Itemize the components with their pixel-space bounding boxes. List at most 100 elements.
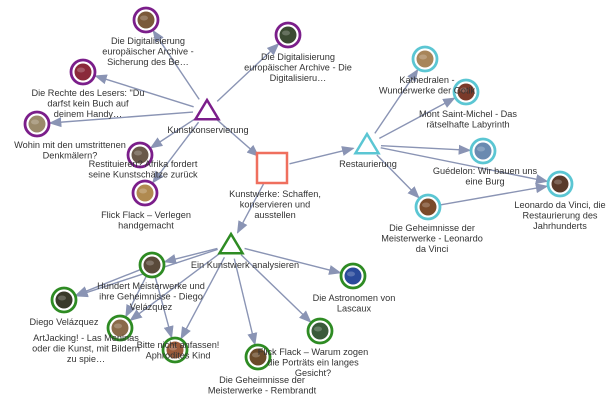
video-node-artjacking-las-meninas[interactable] bbox=[106, 314, 134, 342]
edge-analysieren-artjacking-las-meninas bbox=[129, 252, 221, 321]
video-label-flick-flack-warum-zogen-line: Gesicht? bbox=[295, 368, 331, 378]
video-node-wohin-mit-den-umstrittenen[interactable] bbox=[23, 110, 51, 138]
video-node-flick-flack-verlegen[interactable] bbox=[131, 179, 159, 207]
root-node-square[interactable] bbox=[255, 151, 289, 185]
category-label-restaurierung: Restaurierung bbox=[339, 159, 397, 169]
video-label-hundert-meisterwerke-und-line: ihre Geheimnisse - Diego bbox=[99, 291, 203, 301]
edge-kunstkonservierung-wohin-mit-den-umstrittenen bbox=[48, 111, 194, 128]
video-node-diego-velazquez[interactable] bbox=[50, 286, 78, 314]
video-thumbnail-highlight bbox=[140, 15, 148, 21]
video-thumbnail-image bbox=[457, 83, 475, 101]
video-node-hundert-meisterwerke-und[interactable] bbox=[138, 251, 166, 279]
category-node-kunstkonservierung-triangle[interactable] bbox=[193, 97, 221, 121]
video-node-mont-saint-michel-das[interactable] bbox=[452, 78, 480, 106]
video-label-leonardo-da-vinci-die-line: Leonardo da Vinci, die bbox=[514, 200, 605, 210]
category-label-analysieren: Ein Kunstwerk analysieren bbox=[191, 260, 299, 270]
video-label-die-geheimnisse-der-line: Die Geheimnisse der bbox=[389, 223, 475, 233]
video-label-guedelon-wir-bauen-uns-line: eine Burg bbox=[465, 176, 504, 186]
video-thumbnail-highlight bbox=[169, 345, 177, 351]
category-node-analysieren-triangle[interactable] bbox=[217, 231, 245, 255]
video-label-flick-flack-verlegen-line: Flick Flack – Verlegen bbox=[101, 210, 191, 220]
video-node-die-digitalisierung[interactable] bbox=[274, 21, 302, 49]
video-thumbnail-highlight bbox=[139, 188, 147, 194]
video-label-bitte-nicht-anfassen: Bitte nicht anfassen!Aphrodites Kind bbox=[137, 340, 220, 360]
video-thumbnail-highlight bbox=[282, 30, 290, 36]
video-label-mont-saint-michel-das-line: rätselhafte Labyrinth bbox=[426, 119, 509, 129]
video-thumbnail-image bbox=[344, 267, 362, 285]
video-thumbnail-image bbox=[279, 26, 297, 44]
root-node-label-line: konservieren und bbox=[240, 199, 310, 209]
video-node-leonardo-da-vinci-die[interactable] bbox=[546, 170, 574, 198]
video-thumbnail-highlight bbox=[58, 295, 66, 301]
video-label-die-digitalisierung-line: Digitalisieru… bbox=[270, 73, 327, 83]
edge-analysieren-die-geheimnisse-der bbox=[233, 258, 258, 346]
video-node-kathedralen[interactable] bbox=[411, 45, 439, 73]
video-thumbnail-highlight bbox=[419, 54, 427, 60]
edge-restaurierung-die-geheimnisse-der bbox=[376, 154, 420, 199]
edge-kunstkonservierung-die-digitalisierung bbox=[216, 43, 280, 102]
video-label-diego-velazquez-line: Diego Velázquez bbox=[30, 317, 99, 327]
video-label-artjacking-las-meninas-line: oder die Kunst, mit Bildern bbox=[32, 343, 140, 353]
edge-kunstkonservierung-restituieren-afrika-fordert bbox=[149, 118, 196, 149]
video-thumbnail-image bbox=[111, 319, 129, 337]
video-label-restituieren-afrika-fordert-line: Restituieren? Afrika fordert bbox=[89, 159, 198, 169]
video-label-die-astronomen-von-line: Lascaux bbox=[337, 303, 372, 313]
video-node-die-digitalisierung[interactable] bbox=[132, 6, 160, 34]
video-node-die-geheimnisse-der[interactable] bbox=[244, 343, 272, 371]
edge-kunstkonservierung-die-digitalisierung bbox=[152, 29, 200, 100]
video-label-die-rechte-des-lesers-du-line: Die Rechte des Lesers: "Du bbox=[31, 88, 144, 98]
edge-kunstkonservierung-die-rechte-des-lesers-du bbox=[94, 74, 194, 108]
video-thumbnail-highlight bbox=[422, 202, 430, 208]
video-label-wohin-mit-den-umstrittenen-line: Denkmälern? bbox=[43, 150, 98, 160]
video-label-restituieren-afrika-fordert-line: seine Kunstschätze zurück bbox=[88, 169, 198, 179]
edge-restaurierung-mont-saint-michel-das bbox=[379, 97, 456, 140]
video-thumbnail-highlight bbox=[114, 323, 122, 329]
video-label-leonardo-da-vinci-die-line: Restaurierung des bbox=[522, 210, 597, 220]
video-thumbnail-highlight bbox=[146, 260, 154, 266]
video-node-flick-flack-warum-zogen[interactable] bbox=[306, 317, 334, 345]
video-thumbnail-image bbox=[143, 256, 161, 274]
video-label-diego-velazquez: Diego Velázquez bbox=[30, 317, 99, 327]
edge-root-restaurierung bbox=[289, 146, 355, 165]
video-thumbnail-image bbox=[74, 63, 92, 81]
video-thumbnail-image bbox=[249, 348, 267, 366]
edge-video-11-12 bbox=[74, 269, 141, 296]
category-label-kunstkonservierung: Kunstkonservierung bbox=[167, 125, 248, 135]
video-label-flick-flack-warum-zogen-line: die Porträts ein langes bbox=[267, 357, 359, 367]
video-node-die-astronomen-von[interactable] bbox=[339, 262, 367, 290]
edge-kunstkonservierung-flick-flack-verlegen bbox=[152, 121, 200, 184]
video-label-die-rechte-des-lesers-du-line: deinem Handy… bbox=[54, 109, 122, 119]
video-thumbnail-highlight bbox=[347, 271, 355, 277]
video-label-kathedralen-line: Wunderwerke der Gotik bbox=[379, 85, 476, 95]
category-node-restaurierung-triangle[interactable] bbox=[353, 131, 381, 155]
video-thumbnail-image bbox=[137, 11, 155, 29]
edge-kunstkonservierung-root bbox=[216, 119, 260, 157]
video-label-wohin-mit-den-umstrittenen-line: Wohin mit den umstrittenen bbox=[14, 140, 126, 150]
video-node-die-geheimnisse-der[interactable] bbox=[414, 193, 442, 221]
video-thumbnail-image bbox=[28, 115, 46, 133]
video-thumbnail-image bbox=[136, 184, 154, 202]
video-thumbnail-image bbox=[55, 291, 73, 309]
video-node-restituieren-afrika-fordert[interactable] bbox=[126, 141, 154, 169]
video-label-hundert-meisterwerke-und-line: Hundert Meisterwerke und bbox=[97, 281, 205, 291]
video-thumbnail-highlight bbox=[477, 146, 485, 152]
video-node-guedelon-wir-bauen-uns[interactable] bbox=[469, 137, 497, 165]
edge-restaurierung-kathedralen bbox=[374, 68, 419, 134]
video-thumbnail-image bbox=[416, 50, 434, 68]
edge-video-11-14 bbox=[125, 276, 147, 318]
video-label-kathedralen: Kathedralen -Wunderwerke der Gotik bbox=[379, 75, 476, 95]
video-node-die-rechte-des-lesers-du[interactable] bbox=[69, 58, 97, 86]
video-label-die-digitalisierung-line: Die Digitalisierung bbox=[111, 36, 185, 46]
video-thumbnail-highlight bbox=[314, 326, 322, 332]
video-thumbnail-image bbox=[311, 322, 329, 340]
video-node-bitte-nicht-anfassen[interactable] bbox=[161, 336, 189, 364]
video-label-die-geheimnisse-der-line: Meisterwerke - Leonardo bbox=[381, 233, 483, 243]
